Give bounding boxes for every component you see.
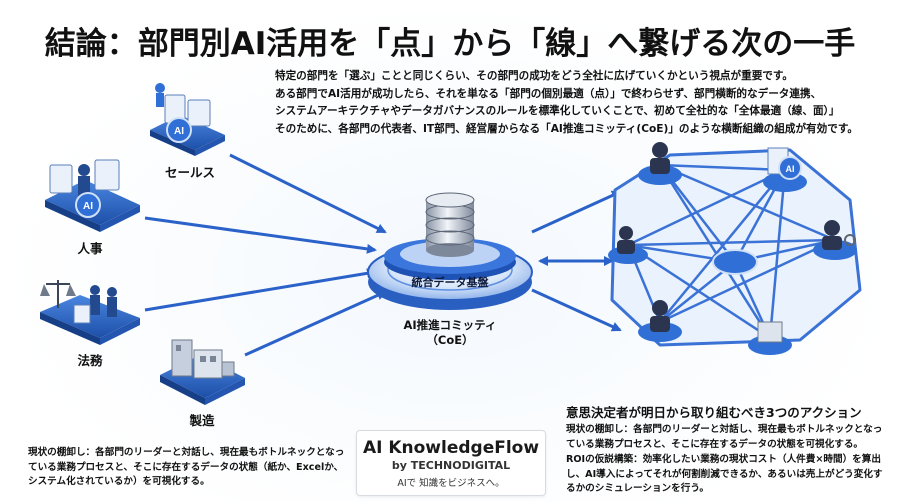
department-label-hr: 人事 — [77, 241, 103, 256]
company-network: AI — [608, 142, 862, 355]
department-label-legal: 法務 — [77, 353, 103, 368]
coe-label: AI推進コミッティ （CoE） — [380, 318, 520, 348]
department-label-sales: セールス — [164, 165, 215, 180]
gear-icon — [844, 234, 856, 246]
database-icon — [425, 192, 475, 257]
department-arrows — [144, 153, 387, 357]
department-label-manufacturing: 製造 — [189, 413, 215, 428]
network-node-analyst — [608, 226, 648, 264]
arrow-sales — [229, 153, 387, 234]
department-manufacturing — [160, 339, 245, 405]
department-hr: AI — [45, 159, 140, 232]
intro-line: ある部門でAI活用が成功したら、それを単なる「部門の個別最適（点）」で終わらせず… — [275, 87, 822, 100]
factory-icon — [171, 339, 193, 377]
arrow-to-network-bottom — [531, 288, 622, 332]
intro-line: そのために、各部門の代表者、IT部門、経営層からなる「AI推進コミッティ(CoE… — [275, 122, 858, 135]
department-sales: AI — [150, 83, 225, 156]
arrow-to-network-top — [531, 190, 622, 234]
brand-by: by TECHNODIGITAL — [391, 459, 511, 472]
ai-badge-icon — [778, 156, 802, 180]
network-node-ai: AI — [763, 147, 807, 192]
arrow-manufacturing — [244, 290, 387, 357]
network-node-factory — [748, 321, 792, 355]
svg-text:AI: AI — [83, 201, 93, 212]
brand-tagline: AIで 知識をビジネスへ。 — [397, 478, 505, 489]
arrow-legal — [144, 268, 377, 312]
network-arrows — [531, 190, 622, 332]
coe-title: AI推進コミッティ — [403, 318, 497, 332]
bottom-left-note: 現状の棚卸し：各部門のリーダーと対話し、現在最もボトルネックとなっている業務プロ… — [28, 447, 345, 487]
network-node-manager — [638, 300, 682, 342]
network-hub — [712, 249, 758, 275]
action-item: ROIの仮説構築：効率化したい業務の現状コスト（人件費×時間）を算出し、AI導入… — [566, 454, 883, 494]
coe-subtitle: （CoE） — [426, 333, 474, 347]
intro-line: システムアーキテクチャやデータガバナンスのルールを標準化していくことで、初めて全… — [275, 105, 840, 117]
page-title: 結論：部門別AI活用を「点」から「線」へ繋げる次の一手 — [44, 26, 856, 62]
brand-name: AI KnowledgeFlow — [362, 438, 540, 458]
ai-badge-icon — [75, 192, 101, 218]
actions-title: 意思決定者が明日から取り組むべき3つのアクション — [566, 405, 862, 420]
actions-list: 現状の棚卸し：各部門のリーダーと対話し、現在最もボトルネックとなっている業務プロ… — [566, 423, 886, 498]
intro-text: 特定の部門を「選ぶ」ことと同じくらい、その部門の成功をどう全社に広げていくかとい… — [275, 68, 875, 138]
svg-text:AI: AI — [174, 126, 184, 137]
brand-card: AI KnowledgeFlow by TECHNODIGITAL AIで 知識… — [356, 430, 546, 496]
network-node-person — [638, 142, 682, 185]
integrated-data-platform — [367, 192, 533, 310]
intro-line: 特定の部門を「選ぶ」ことと同じくらい、その部門の成功をどう全社に広げていくかとい… — [275, 70, 794, 82]
platform-label: 統合データ基盤 — [411, 276, 489, 289]
network-node-engineer — [813, 220, 857, 260]
action-item: 現状の棚卸し：各部門のリーダーと対話し、現在最もボトルネックとなっている業務プロ… — [566, 424, 883, 450]
department-legal — [40, 280, 140, 345]
ai-badge-icon — [166, 117, 192, 143]
svg-text:AI: AI — [786, 164, 795, 174]
arrow-hr — [144, 216, 377, 254]
